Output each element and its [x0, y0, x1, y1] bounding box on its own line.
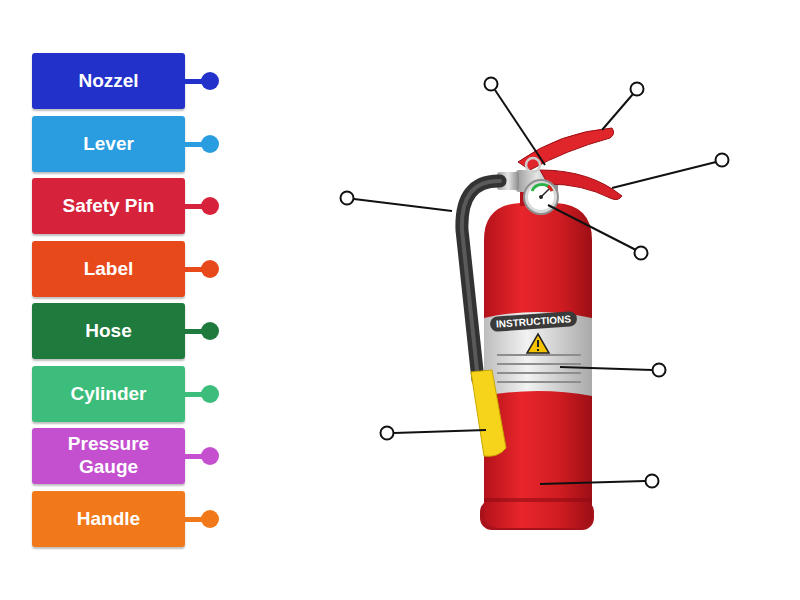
label-box: Lever [32, 116, 185, 172]
part-name: Lever [83, 133, 134, 156]
part-name: Label [84, 258, 134, 281]
label-box: Handle [32, 491, 185, 547]
connector-dot [201, 385, 219, 403]
label-box: Safety Pin [32, 178, 185, 234]
connector-dot [201, 322, 219, 340]
part-name: Handle [77, 508, 140, 531]
connector-dot [201, 510, 219, 528]
part-name: Pressure Gauge [54, 433, 164, 479]
connector-dot [201, 197, 219, 215]
label-box: Label [32, 241, 185, 297]
connector-dot [201, 135, 219, 153]
instruction-banner: INSTRUCTIONS [490, 311, 578, 332]
part-name: Hose [85, 320, 131, 343]
label-box: Cylinder [32, 366, 185, 422]
part-name: Nozzel [78, 70, 138, 93]
label-box: Pressure Gauge [32, 428, 185, 484]
part-name: Safety Pin [63, 195, 155, 218]
connector-dot [201, 260, 219, 278]
label-box: Hose [32, 303, 185, 359]
part-name: Cylinder [70, 383, 146, 406]
connector-dot [201, 72, 219, 90]
connector-dot [201, 447, 219, 465]
label-box: Nozzel [32, 53, 185, 109]
